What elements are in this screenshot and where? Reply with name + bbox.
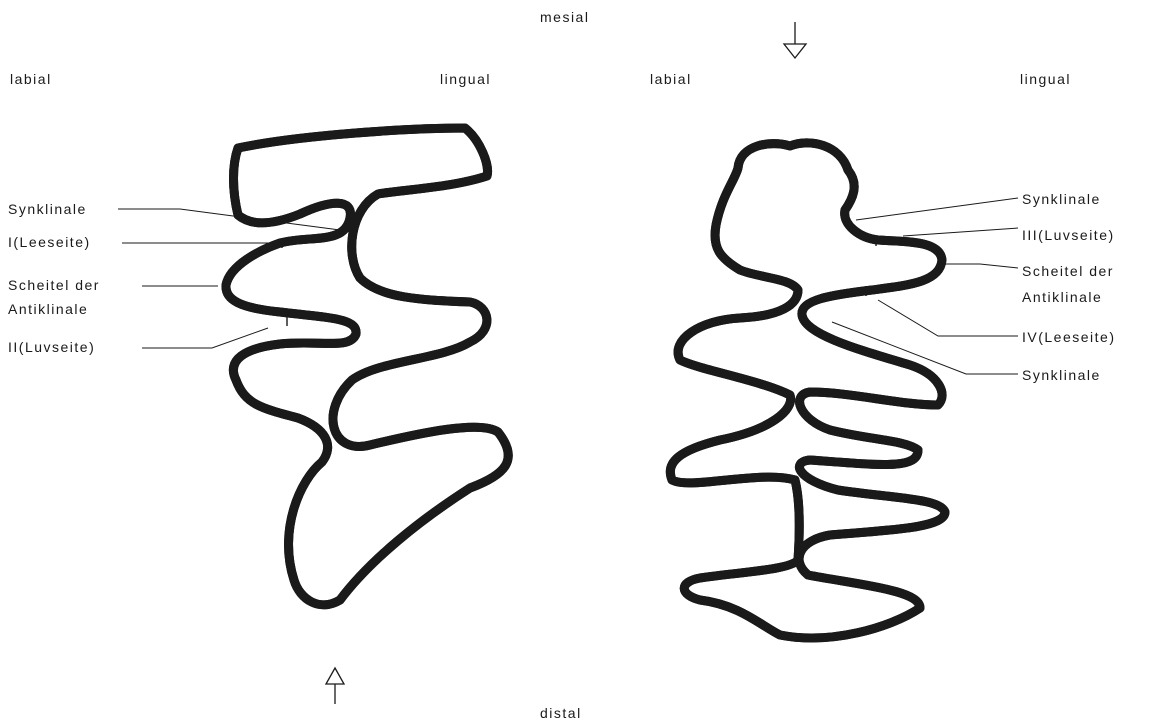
right-label-scheitel-line2: Antiklinale	[1022, 289, 1102, 305]
left-label-scheitel-line2: Antiklinale	[8, 301, 88, 317]
right-leader-synklinale-top	[856, 198, 1018, 220]
label-lingual-left: lingual	[440, 71, 491, 87]
right-leader-scheitel	[944, 264, 1018, 268]
label-labial-right: labial	[650, 71, 692, 87]
distal-arrow-icon	[326, 668, 344, 704]
label-lingual-right: lingual	[1020, 71, 1071, 87]
left-label-synklinale: Synklinale	[8, 201, 87, 217]
label-labial-left: labial	[10, 71, 52, 87]
left-label-leeseite: I(Leeseite)	[8, 234, 91, 250]
right-label-leeseite: IV(Leeseite)	[1022, 329, 1115, 345]
right-label-scheitel-line1: Scheitel der	[1022, 263, 1114, 279]
label-distal: distal	[540, 705, 582, 721]
left-label-scheitel-line1: Scheitel der	[8, 277, 100, 293]
right-tooth-outline	[670, 143, 945, 638]
right-label-synklinale-top: Synklinale	[1022, 191, 1101, 207]
right-label-luvseite: III(Luvseite)	[1022, 227, 1115, 243]
left-label-luvseite: II(Luvseite)	[8, 339, 95, 355]
right-leader-leeseite	[878, 300, 1018, 336]
left-leader-luvseite	[142, 328, 268, 348]
mesial-arrow-icon	[784, 22, 806, 58]
right-leader-luvseite	[903, 228, 1018, 236]
left-tooth-outline	[226, 128, 508, 605]
right-label-synklinale-bottom: Synklinale	[1022, 367, 1101, 383]
label-mesial: mesial	[540, 9, 589, 25]
